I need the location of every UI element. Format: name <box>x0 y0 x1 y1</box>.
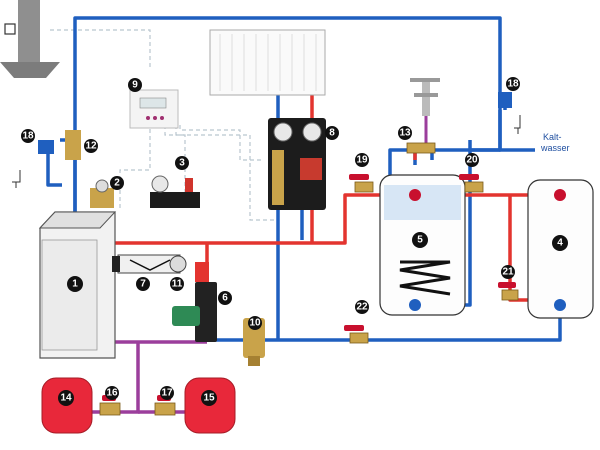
svg-text:21: 21 <box>502 267 514 278</box>
mixer-valve-tap <box>406 142 436 154</box>
svg-text:2: 2 <box>114 178 120 189</box>
svg-text:16: 16 <box>106 388 118 399</box>
label-19: 19 <box>355 153 369 167</box>
svg-text:9: 9 <box>132 80 138 91</box>
svg-text:3: 3 <box>179 158 185 169</box>
label-7: 7 <box>136 277 150 291</box>
cold-water-label-line2: wasser <box>540 143 570 153</box>
label-2: 2 <box>110 176 124 190</box>
valve-20 <box>464 181 484 193</box>
label-14: 14 <box>58 390 74 406</box>
svg-text:11: 11 <box>172 279 183 290</box>
label-16: 16 <box>105 386 119 400</box>
label-10: 10 <box>248 316 262 330</box>
pump-group <box>268 118 326 210</box>
boiler-safety-valve <box>90 179 114 208</box>
label-17: 17 <box>160 386 174 400</box>
label-9: 9 <box>128 78 142 92</box>
svg-text:5: 5 <box>417 235 423 246</box>
radiator <box>209 29 326 96</box>
safety-group <box>150 175 200 208</box>
label-8: 8 <box>325 126 339 140</box>
cold-water-in <box>498 110 535 152</box>
svg-text:6: 6 <box>222 293 228 304</box>
svg-text:20: 20 <box>466 155 478 166</box>
top-return-loop <box>73 16 502 212</box>
valve-21 <box>501 289 519 301</box>
svg-text:1: 1 <box>72 279 78 290</box>
valve-22 <box>349 332 369 344</box>
svg-text:10: 10 <box>249 318 261 329</box>
controller-wire-mixer <box>179 125 262 161</box>
part-labels: 1 2 3 4 5 6 7 8 9 10 11 12 13 14 15 16 1… <box>21 77 568 406</box>
control-wires <box>50 29 275 221</box>
label-13: 13 <box>398 126 412 140</box>
safety-valve-left <box>12 130 81 188</box>
svg-text:18: 18 <box>22 131 34 142</box>
label-1: 1 <box>67 276 83 292</box>
label-21: 21 <box>501 265 515 279</box>
label-22: 22 <box>355 300 369 314</box>
svg-text:15: 15 <box>203 393 215 404</box>
label-3: 3 <box>175 156 189 170</box>
label-18-left: 18 <box>21 129 35 143</box>
svg-text:18: 18 <box>507 79 519 90</box>
svg-text:12: 12 <box>85 141 97 152</box>
controller <box>129 89 179 129</box>
label-18-right: 18 <box>506 77 520 91</box>
safety-valve-line <box>46 150 62 187</box>
svg-text:14: 14 <box>60 393 72 404</box>
label-6: 6 <box>218 291 232 305</box>
cold-water-label-line1: Kalt- <box>543 132 562 142</box>
controller-wire-pump <box>175 125 275 221</box>
chimney <box>0 0 60 78</box>
valves <box>99 142 519 416</box>
svg-text:22: 22 <box>356 302 368 313</box>
svg-text:8: 8 <box>329 128 335 139</box>
sensor-wire-top <box>50 29 151 70</box>
label-4: 4 <box>552 235 568 251</box>
svg-text:4: 4 <box>557 238 563 249</box>
valve-17 <box>154 402 176 416</box>
svg-text:13: 13 <box>399 128 411 139</box>
pump-set <box>172 262 217 342</box>
label-11: 11 <box>170 277 184 291</box>
svg-text:7: 7 <box>140 279 146 290</box>
controller-wire-boiler <box>119 122 151 210</box>
label-5: 5 <box>412 232 428 248</box>
tap <box>410 78 440 150</box>
label-15: 15 <box>201 390 217 406</box>
valve-16 <box>99 402 121 416</box>
label-20: 20 <box>465 153 479 167</box>
valve-handles <box>102 174 516 401</box>
label-12: 12 <box>84 139 98 153</box>
svg-text:19: 19 <box>356 155 368 166</box>
svg-text:17: 17 <box>161 388 173 399</box>
safety-valve-right <box>498 92 521 134</box>
flue-sensor <box>112 254 187 274</box>
valve-19 <box>354 181 374 193</box>
